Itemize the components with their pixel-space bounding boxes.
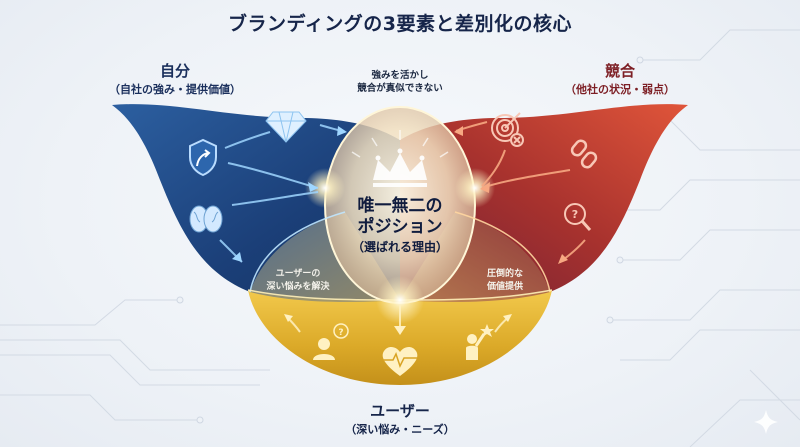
broken-link-icon xyxy=(570,139,598,169)
heart-pulse-icon xyxy=(382,346,418,376)
overlap-self-user: ユーザーの 深い悩みを解決 xyxy=(258,268,338,294)
shield-arrow-icon xyxy=(189,138,217,177)
question-magnifier-icon: ? xyxy=(564,203,592,231)
self-label: 自分 （自社の強み・提供価値） xyxy=(90,60,260,97)
center-subtext: （選ばれる理由） xyxy=(351,240,448,254)
user-subheading: （深い悩み・ニーズ） xyxy=(345,423,455,436)
sparkle-icon xyxy=(754,410,778,434)
overlap-competitor-user: 圧倒的な 価値提供 xyxy=(470,268,540,294)
crown-icon xyxy=(373,148,427,187)
center-line2: ポジション xyxy=(357,217,443,237)
competitor-label: 競合 （他社の状況・弱点） xyxy=(545,60,695,97)
self-subheading: （自社の強み・提供価値） xyxy=(109,83,241,96)
person-star-icon xyxy=(466,324,494,360)
self-heading: 自分 xyxy=(159,62,190,80)
overlap-self-user-line1: ユーザーの xyxy=(275,269,321,279)
svg-text:?: ? xyxy=(572,208,578,221)
user-heading: ユーザー xyxy=(370,402,430,420)
center-label: 唯一無二の ポジション （選ばれる理由） xyxy=(330,196,470,255)
circuit-background xyxy=(0,29,800,447)
competitor-heading: 競合 xyxy=(604,62,635,80)
top-note: 強みを活かし 競合が真似できない xyxy=(345,69,455,95)
competitor-subheading: （他社の状況・弱点） xyxy=(565,83,675,96)
target-miss-icon xyxy=(491,112,524,147)
overlap-self-user-line2: 深い悩みを解決 xyxy=(266,282,330,292)
top-note-line2: 競合が真似できない xyxy=(357,83,443,94)
user-label: ユーザー （深い悩み・ニーズ） xyxy=(320,400,480,437)
svg-text:?: ? xyxy=(338,328,343,338)
user-lobe xyxy=(248,290,552,385)
person-question-icon: ? xyxy=(313,323,349,360)
page-title: ブランディングの3要素と差別化の核心 xyxy=(228,13,572,35)
overlap-competitor-user-line2: 価値提供 xyxy=(486,282,523,292)
center-line1: 唯一無二の xyxy=(357,196,443,216)
brain-icon xyxy=(189,205,223,233)
diamond-icon xyxy=(265,111,307,143)
overlap-competitor-user-line1: 圧倒的な xyxy=(486,269,523,279)
top-note-line1: 強みを活かし xyxy=(371,70,429,81)
